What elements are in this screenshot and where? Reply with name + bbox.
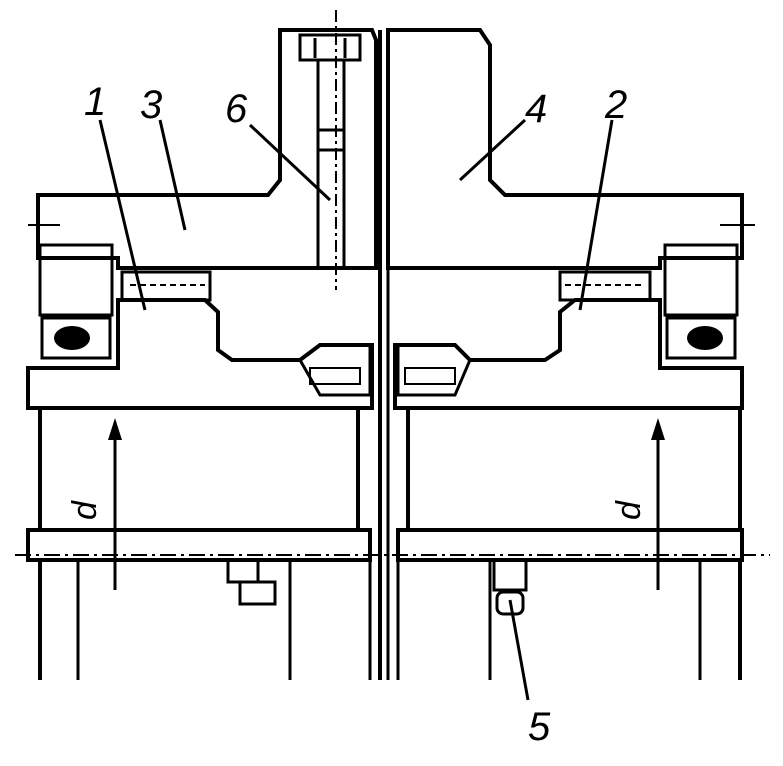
bore-dimension-left xyxy=(108,418,122,590)
right-half-coupling-flange xyxy=(386,28,744,270)
callout-1: 1 xyxy=(84,80,106,124)
right-seal xyxy=(663,243,739,360)
right-gear-teeth xyxy=(558,270,652,302)
callout-3: 3 xyxy=(140,83,162,127)
callout-6: 6 xyxy=(225,87,248,131)
callout-5: 5 xyxy=(528,705,551,749)
leader-lines xyxy=(98,118,614,701)
right-hub xyxy=(393,298,744,530)
bore-dimension-right xyxy=(651,418,665,590)
right-shaft xyxy=(396,528,744,680)
center-connector xyxy=(298,343,472,397)
left-half-coupling-flange xyxy=(36,28,378,270)
left-hub xyxy=(26,298,374,530)
left-gear-teeth xyxy=(120,270,212,302)
bore-label-right: d xyxy=(610,500,648,520)
callout-2: 2 xyxy=(604,83,627,127)
left-shaft xyxy=(26,528,372,680)
left-seal xyxy=(38,243,114,360)
callout-4: 4 xyxy=(525,87,547,131)
bore-label-left: d xyxy=(66,500,104,520)
